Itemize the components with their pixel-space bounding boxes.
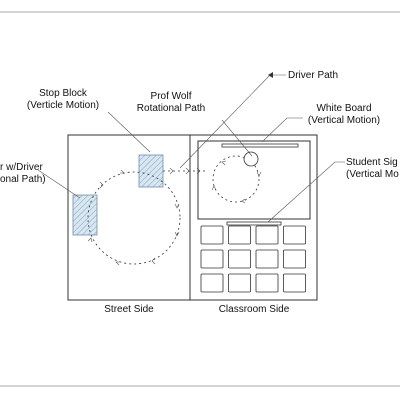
student-desk bbox=[283, 225, 306, 245]
door-block bbox=[72, 194, 98, 236]
prof-wolf-rotational-path bbox=[212, 155, 260, 203]
student-desk bbox=[255, 249, 279, 269]
white-board-rail bbox=[221, 143, 299, 148]
driver-rotational-path bbox=[87, 171, 181, 265]
white-board-label-2: (Vertical Motion) bbox=[308, 115, 380, 126]
white-board-panel bbox=[197, 140, 311, 220]
student-desk bbox=[255, 225, 279, 245]
student-desk bbox=[283, 249, 306, 269]
student-sign-label-2: (Vertical Mo bbox=[346, 169, 399, 180]
student-sign-label-1: Student Sig bbox=[346, 157, 398, 168]
stop-block-label-1: Stop Block bbox=[39, 88, 88, 99]
student-desk bbox=[228, 225, 251, 245]
classroom-side-label: Classroom Side bbox=[219, 304, 290, 315]
stop-block-leader bbox=[107, 111, 151, 153]
student-desk bbox=[228, 249, 251, 269]
white-board-label-1: White Board bbox=[316, 103, 371, 114]
white-board-leader bbox=[261, 117, 303, 143]
door-label-2: onal Path) bbox=[0, 174, 46, 185]
classroom-side-panel bbox=[189, 134, 318, 301]
prof-wolf-leader bbox=[221, 119, 253, 157]
driver-path-leader bbox=[179, 74, 286, 169]
prof-wolf-label-1: Prof Wolf bbox=[151, 91, 192, 102]
driver-path-label: Driver Path bbox=[288, 70, 338, 81]
prof-wolf-marker bbox=[243, 151, 259, 167]
street-side-label: Street Side bbox=[104, 304, 154, 315]
stop-block-label-2: (Verticle Motion) bbox=[27, 100, 99, 111]
student-desk bbox=[200, 249, 224, 269]
door-label-1: r w/Driver bbox=[0, 162, 43, 173]
student-desk bbox=[255, 273, 279, 293]
door-leader bbox=[37, 169, 81, 199]
student-sign-leader bbox=[267, 161, 345, 223]
prof-wolf-arrows bbox=[211, 160, 262, 204]
student-desk bbox=[200, 273, 224, 293]
driver-path-leader-arrow bbox=[268, 72, 273, 78]
student-sign-rail bbox=[226, 221, 282, 226]
prof-wolf-label-2: Rotational Path bbox=[137, 103, 205, 114]
driver-path-line-arrows bbox=[169, 167, 201, 175]
student-desk bbox=[283, 273, 306, 293]
student-desk bbox=[200, 225, 224, 245]
student-desks bbox=[200, 225, 306, 293]
stop-block bbox=[138, 154, 164, 188]
student-desk bbox=[228, 273, 251, 293]
driver-path-arrows bbox=[87, 169, 180, 266]
